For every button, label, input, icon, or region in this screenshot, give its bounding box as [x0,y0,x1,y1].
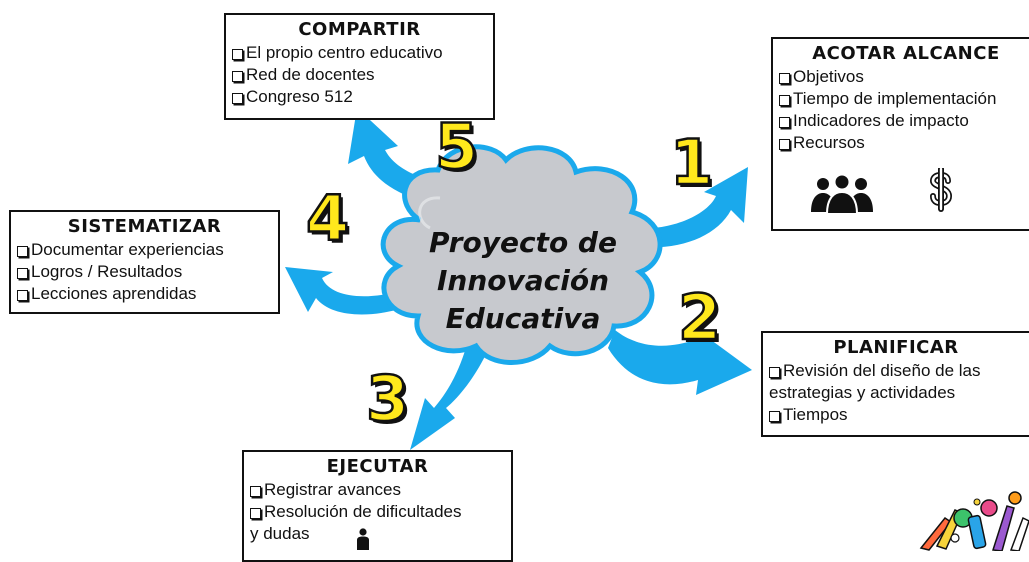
center-title-line: Proyecto de [429,226,617,259]
list-item: Recursos [779,132,1029,154]
step-number-3: 3 [365,362,411,435]
box-planificar: PLANIFICAR Revisión del diseño de las es… [761,331,1029,437]
box-title: ACOTAR ALCANCE [812,43,1000,64]
checkbox-icon [17,267,28,279]
list-item-label: El propio centro educativo [246,43,443,62]
list-item: Tiempo de implementación [779,88,1029,110]
list-item-label: Logros / Resultados [31,262,183,281]
list-item: Lecciones aprendidas [17,283,272,305]
checkbox-icon [779,72,790,84]
box-title: PLANIFICAR [833,337,959,358]
list-item-continuation: y dudas [250,524,310,543]
people-group-icon [811,173,873,214]
center-cloud [380,144,663,365]
step-number-1: 1 [669,126,715,199]
list-item: Objetivos [779,66,1029,88]
checkbox-icon [232,48,243,60]
list-item: Tiempos [769,404,1023,426]
box-title: COMPARTIR [298,19,421,40]
list-item: Red de docentes [232,64,487,86]
step-number-5: 5 [434,110,480,183]
checkbox-icon [779,138,790,150]
step-number-2: 2 [677,281,723,354]
box-title: SISTEMATIZAR [67,216,222,237]
list-item-label: Objetivos [793,67,864,86]
person-icon [357,528,369,550]
list-item-label: Registrar avances [264,480,402,499]
list-item-label: Red de docentes [246,65,375,84]
checkbox-icon [779,94,790,106]
checkbox-icon [779,116,790,128]
box-acotar-alcance: ACOTAR ALCANCE Objetivos Tiempo de imple… [771,37,1029,231]
checkbox-icon [17,289,28,301]
box-title: EJECUTAR [326,456,429,477]
checkbox-icon [769,410,780,422]
list-item: Indicadores de impacto [779,110,1029,132]
list-item: Logros / Resultados [17,261,272,283]
list-item-label: Documentar experiencias [31,240,224,259]
list-item: Revisión del diseño de las [769,360,1023,382]
list-item-label: Tiempos [783,405,848,424]
center-title-line: Innovación [436,264,610,297]
checkbox-icon [250,485,261,497]
list-item-label: Congreso 512 [246,87,353,106]
list-item-label: Recursos [793,133,865,152]
checkbox-icon [17,245,28,257]
list-item: Resolución de dificultades [250,501,505,523]
center-title-line: Educativa [445,302,601,335]
list-item-label: Tiempo de implementación [793,89,997,108]
list-item-label: Resolución de dificultades [264,502,462,521]
arrow-to-acotar [630,167,748,248]
box-ejecutar: EJECUTAR Registrar avances Resolución de… [242,450,513,562]
step-number-4: 4 [305,182,351,255]
dollar-icon [929,168,953,212]
list-item: Registrar avances [250,479,505,501]
box-compartir: COMPARTIR El propio centro educativo Red… [224,13,495,120]
checkbox-icon [250,507,261,519]
list-item: Documentar experiencias [17,239,272,261]
arrow-to-sistematizar [285,267,396,315]
checkbox-icon [232,92,243,104]
center-title: Proyecto de Innovación Educativa [412,224,634,338]
list-item: Congreso 512 [232,86,487,108]
list-item-label: Lecciones aprendidas [31,284,197,303]
checkbox-icon [232,70,243,82]
list-item-label: Indicadores de impacto [793,111,969,130]
art-supplies-logo [919,491,1029,551]
checkbox-icon [769,366,780,378]
arrow-to-planificar [608,326,752,395]
box-sistematizar: SISTEMATIZAR Documentar experiencias Log… [9,210,280,314]
list-item: El propio centro educativo [232,42,487,64]
list-item-continuation: estrategias y actividades [769,383,956,402]
list-item-label: Revisión del diseño de las [783,361,981,380]
arrow-to-ejecutar [410,340,488,450]
